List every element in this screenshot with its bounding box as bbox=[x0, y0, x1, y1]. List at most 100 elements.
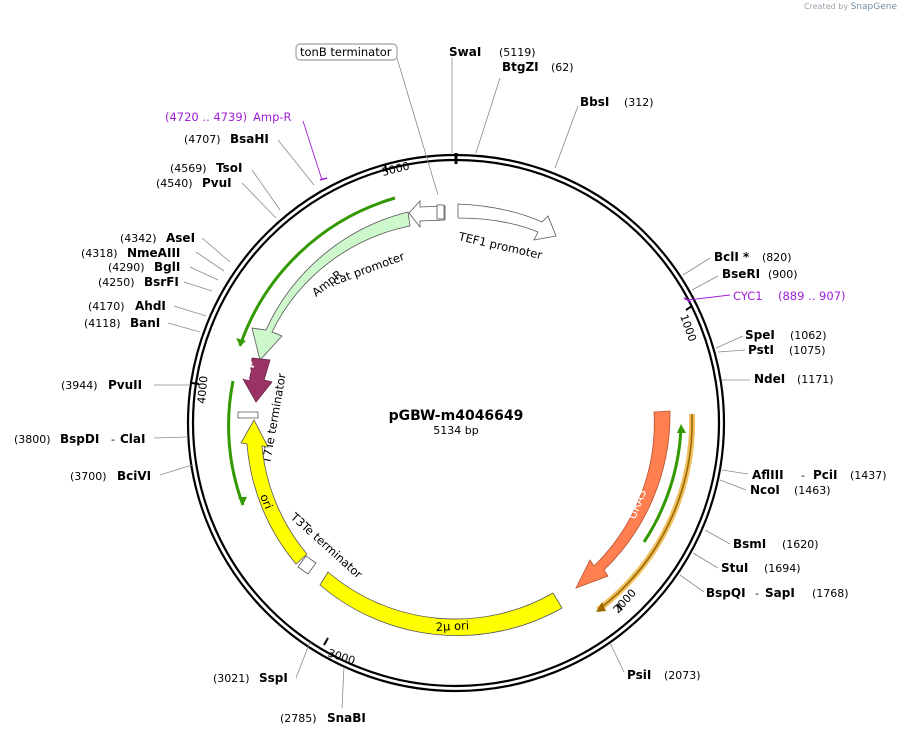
enzyme-label: AflIII-PciI(1437) bbox=[752, 468, 887, 482]
ampr-orf-line bbox=[238, 196, 396, 347]
primer-cyc1-mark bbox=[683, 297, 692, 303]
leader bbox=[341, 666, 345, 709]
rop-orf-arrowhead bbox=[238, 497, 247, 505]
tonb-terminator-box bbox=[295, 43, 398, 61]
t3te-terminator-mark bbox=[297, 555, 317, 575]
leader bbox=[715, 335, 744, 349]
snapgene-credit: Created by SnapGene bbox=[804, 2, 897, 12]
ura3-orf-line bbox=[642, 427, 683, 543]
leader bbox=[704, 529, 731, 545]
t7te-terminator-mark bbox=[237, 411, 259, 419]
enzyme-label: SpeI(1062) bbox=[745, 328, 827, 342]
ura3-orf-arrowhead bbox=[677, 424, 686, 433]
leader bbox=[195, 251, 225, 272]
enzyme-labels-right: SwaI(5119) BtgZI(62) BbsI(312) BclI *(82… bbox=[449, 45, 887, 682]
enzyme-label: (3700)BciVI bbox=[70, 469, 151, 483]
enzyme-label: PstI(1075) bbox=[748, 343, 826, 357]
enzyme-label: (4290)BglI bbox=[108, 260, 180, 274]
enzyme-label: (4170)AhdI bbox=[88, 299, 166, 313]
leader bbox=[682, 257, 711, 276]
plasmid-length: 5134 bp bbox=[433, 424, 478, 437]
enzyme-label: BclI *(820) bbox=[714, 250, 792, 264]
rop-arrow bbox=[242, 357, 273, 403]
leader bbox=[679, 574, 705, 593]
rop-orf-line bbox=[227, 380, 245, 506]
leader bbox=[692, 552, 719, 569]
leader bbox=[691, 275, 719, 291]
enzyme-label: StuI(1694) bbox=[721, 561, 801, 575]
primer-label-cyc1: CYC1(889 .. 907) bbox=[733, 289, 846, 303]
enzyme-label: (4118)BanI bbox=[84, 316, 160, 330]
leader bbox=[721, 469, 749, 475]
credit-prefix: Created by bbox=[804, 2, 849, 11]
primer-ampr-leader bbox=[302, 120, 323, 181]
leader bbox=[609, 642, 625, 673]
tonb-terminator-label: tonB terminator bbox=[300, 45, 392, 59]
tef1-promoter-arrow bbox=[457, 203, 557, 241]
enzyme-label: (3944)PvuII bbox=[61, 378, 142, 392]
enzyme-label: (4569)TsoI bbox=[170, 161, 242, 175]
leader bbox=[475, 77, 501, 154]
tick-mark bbox=[191, 382, 200, 385]
ampr-orf-arrowhead bbox=[236, 338, 246, 346]
leader bbox=[717, 349, 746, 353]
outer-orf-arrowhead bbox=[596, 602, 606, 612]
leader bbox=[719, 479, 747, 491]
leader bbox=[153, 436, 189, 439]
primer-label-ampr: (4720 .. 4739)Amp-R bbox=[165, 110, 292, 124]
enzyme-label: PsiI(2073) bbox=[627, 668, 701, 682]
tonb-terminator-mark bbox=[436, 204, 445, 220]
outer-orf-line bbox=[597, 413, 693, 611]
tef1-promoter-label: TEF1 promoter bbox=[456, 229, 543, 262]
leader-lines bbox=[153, 57, 750, 709]
leader bbox=[396, 57, 439, 196]
enzyme-label: (4707)BsaHI bbox=[184, 132, 269, 146]
leader bbox=[241, 182, 277, 219]
snapgene-logo: SnapGene bbox=[850, 2, 897, 12]
ori-arrow bbox=[240, 419, 308, 565]
enzyme-label: BtgZI(62) bbox=[502, 60, 574, 74]
cat-promoter-arrow bbox=[408, 199, 446, 229]
enzyme-labels-left: (2785)SnaBI (3021)SspI (3700)BciVI (3800… bbox=[14, 132, 366, 725]
tick-mark bbox=[384, 164, 388, 173]
leader bbox=[277, 139, 315, 186]
leader bbox=[295, 641, 311, 679]
two-micron-ori-label: 2μ ori bbox=[435, 618, 469, 634]
enzyme-label: (2785)SnaBI bbox=[280, 711, 366, 725]
enzyme-label: (3021)SspI bbox=[213, 671, 288, 685]
enzyme-label: (4318)NmeAIII bbox=[81, 246, 180, 260]
enzyme-label: BbsI(312) bbox=[580, 95, 654, 109]
enzyme-label: SwaI(5119) bbox=[449, 45, 536, 59]
enzyme-label: NdeI(1171) bbox=[754, 372, 834, 386]
enzyme-label: BsmI(1620) bbox=[733, 537, 819, 551]
leader bbox=[167, 322, 201, 333]
leader bbox=[554, 105, 579, 169]
enzyme-label: (4250)BsrFI bbox=[98, 275, 179, 289]
ori-label: ori bbox=[257, 492, 276, 511]
tick-mark bbox=[323, 637, 329, 646]
leader bbox=[251, 169, 281, 211]
rop-label: rop bbox=[239, 359, 255, 382]
plasmid-name: pGBW-m4046649 bbox=[389, 408, 524, 424]
tick-label-2000: 2000 bbox=[611, 587, 639, 617]
two-micron-ori-arrow bbox=[319, 571, 563, 636]
ampr-arrow bbox=[251, 211, 411, 361]
leader bbox=[173, 305, 207, 317]
enzyme-label: NcoI(1463) bbox=[750, 483, 831, 497]
enzyme-label: (4342)AseI bbox=[120, 231, 195, 245]
enzyme-label: (4540)PvuI bbox=[156, 176, 232, 190]
enzyme-label: BseRI(900) bbox=[722, 267, 798, 281]
primer-ampr-mark bbox=[319, 177, 328, 181]
tick-mark bbox=[685, 305, 693, 311]
enzyme-label: BspQI-SapI(1768) bbox=[706, 586, 849, 600]
primer-cyc1-leader bbox=[687, 294, 731, 301]
cat-promoter-label: cat promoter bbox=[331, 249, 406, 288]
leader bbox=[183, 281, 213, 292]
leader bbox=[201, 237, 231, 263]
tick-mark bbox=[616, 603, 623, 611]
tick-label-4000: 4000 bbox=[195, 375, 210, 404]
ura3-arrow bbox=[575, 410, 671, 589]
enzyme-label: (3800)BspDI-ClaI bbox=[14, 432, 145, 446]
leader bbox=[189, 266, 219, 281]
